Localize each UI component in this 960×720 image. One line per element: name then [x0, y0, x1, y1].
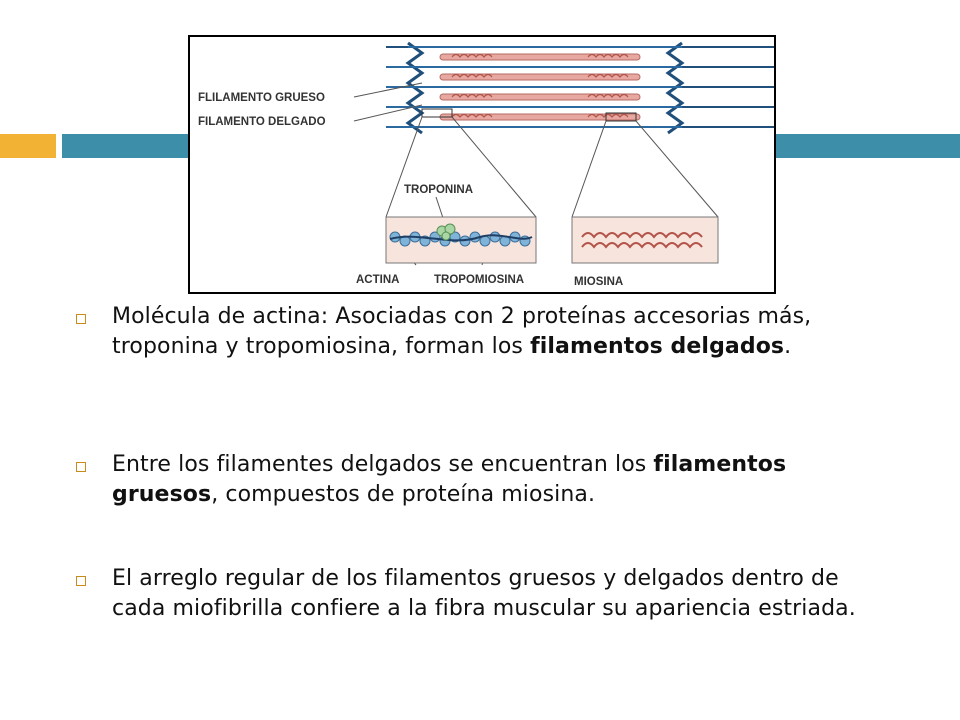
thick-zoom-box: [571, 216, 719, 264]
tropomyosin-strand: [389, 234, 533, 242]
label-tropomyosin: TROPOMIOSINA: [434, 274, 524, 286]
label-actin: ACTINA: [356, 274, 399, 286]
square-bullet-icon: [76, 314, 86, 324]
bullet-text: Molécula de actina: Asociadas con 2 prot…: [112, 304, 812, 359]
thick-highlight-box: [605, 112, 637, 122]
square-bullet-icon: [76, 576, 86, 586]
bullet-item-striation: El arreglo regular de los filamentos gru…: [76, 564, 896, 624]
bullet-item-actin: Molécula de actina: Asociadas con 2 prot…: [76, 302, 896, 362]
thick-filaments: [439, 53, 641, 121]
label-thick-filament: FLILAMENTO GRUESO: [198, 92, 325, 104]
accent-bar-orange: [0, 134, 56, 158]
sarcomere-diagram: FLILAMENTO GRUESO FILAMENTO DELGADO TROP…: [198, 41, 774, 288]
thin-filaments: [386, 46, 704, 128]
label-thin-filament: FILAMENTO DELGADO: [198, 116, 326, 128]
bullet-text: El arreglo regular de los filamentos gru…: [112, 566, 856, 621]
bullet-item-thick-filaments: Entre los filamentes delgados se encuent…: [76, 450, 896, 510]
z-disc-stubs: [386, 46, 774, 128]
square-bullet-icon: [76, 462, 86, 472]
sarcomere-figure: FLILAMENTO GRUESO FILAMENTO DELGADO TROP…: [188, 35, 776, 294]
myosin-heads: [581, 232, 703, 249]
thin-highlight-box: [421, 108, 453, 118]
label-troponin: TROPONINA: [404, 184, 473, 196]
troponin-complex: [436, 223, 456, 241]
label-myosin: MIOSINA: [574, 276, 623, 288]
bullet-text: Entre los filamentes delgados se encuent…: [112, 452, 787, 507]
